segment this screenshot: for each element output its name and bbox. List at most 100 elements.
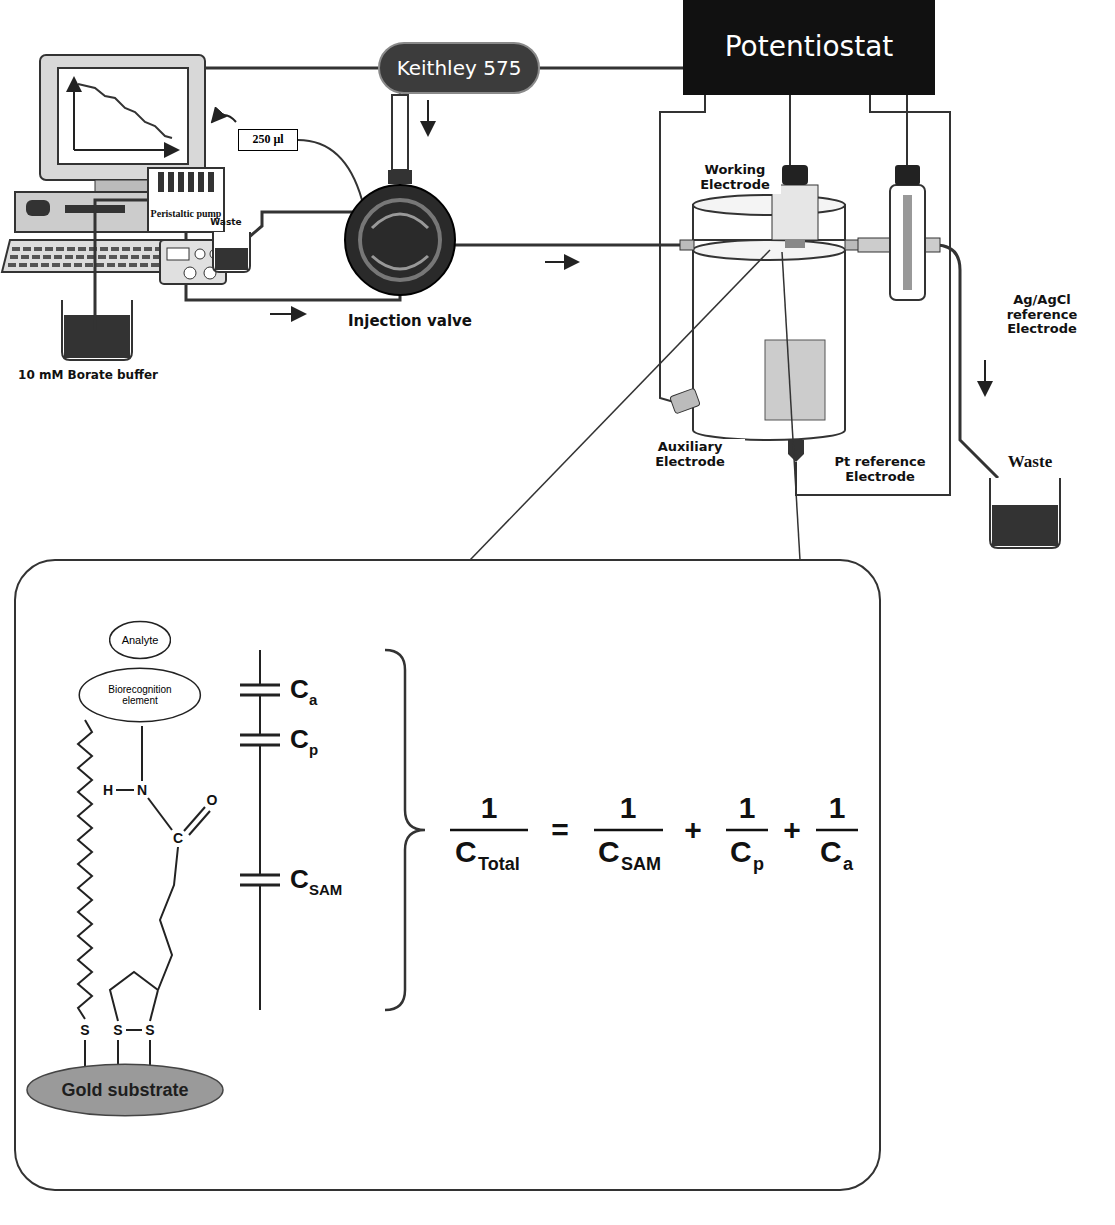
- injection-valve: [388, 170, 412, 184]
- buffer-label: 10 mM Borate buffer: [18, 369, 158, 383]
- molecule-bonds: [150, 990, 158, 1021]
- node-text: Potentiostat: [725, 31, 894, 63]
- callout-line: [782, 252, 800, 560]
- waste-label: Waste: [1008, 452, 1052, 472]
- equation-subscript: SAM: [621, 854, 661, 875]
- signal-cable: [205, 67, 378, 70]
- gold-substrate-disk: Gold substrate: [25, 1062, 225, 1118]
- flow-arrow: [212, 100, 985, 395]
- computer-icon: [58, 68, 188, 164]
- peristaltic-pump: [198, 172, 204, 192]
- atom-label: H: [103, 782, 113, 798]
- capacitance-symbol: C: [290, 865, 309, 895]
- molecule-bonds: [117, 1040, 119, 1066]
- fraction-bar: [594, 829, 663, 832]
- electrode-label: Auxiliary Electrode: [635, 439, 745, 471]
- reference-electrode: [903, 195, 912, 290]
- flow-arrow: [545, 261, 578, 263]
- peristaltic-pump: [188, 172, 194, 192]
- inset-frame: [15, 560, 880, 1190]
- injection-valve: [372, 256, 428, 269]
- flow-cell: [693, 250, 845, 440]
- molecule-bonds: [141, 726, 143, 781]
- buffer-beaker: [62, 300, 132, 360]
- connector-line: [540, 67, 683, 70]
- equation-term: C: [820, 835, 842, 870]
- computer-icon: [73, 78, 75, 150]
- flow-cell: [693, 195, 845, 215]
- atom-label: O: [207, 792, 218, 808]
- peristaltic-pump: [184, 267, 196, 279]
- gold-substrate-disk-outline: [27, 1064, 223, 1116]
- tubing: [95, 200, 998, 478]
- capacitor-symbol: [259, 885, 261, 1010]
- equation-operator: +: [684, 813, 702, 848]
- node-text: Gold substrate: [61, 1080, 188, 1101]
- capacitor-symbol: [240, 744, 280, 747]
- waste-beaker: [213, 232, 250, 272]
- electrode-label: Working Electrode: [689, 162, 781, 194]
- capacitor-symbol: [240, 884, 280, 887]
- flow-cell: [765, 340, 825, 420]
- fraction-bar: [726, 829, 768, 832]
- peristaltic-pump: [167, 248, 189, 260]
- capacitance-subscript: p: [309, 741, 318, 758]
- injection-valve: [298, 140, 362, 200]
- flow-arrow: [270, 313, 305, 315]
- molecule-bonds: [158, 847, 178, 990]
- instrument-box: Keithley 575: [378, 42, 540, 94]
- tubing: [248, 212, 353, 238]
- brace: [385, 650, 425, 1010]
- flow-cell: [782, 165, 808, 185]
- potentiostat-box: Potentiostat: [683, 0, 935, 95]
- callout-line: [470, 250, 800, 560]
- bioreceptor-ellipse-outline: [79, 668, 200, 721]
- waste-beaker: [213, 232, 1060, 548]
- flow-cell: [785, 240, 805, 248]
- atom-label: C: [173, 830, 183, 846]
- inset-frame: [15, 560, 880, 1190]
- molecule-bonds: [84, 1040, 86, 1068]
- callout-line: [470, 250, 770, 560]
- injection-valve: [345, 185, 455, 295]
- fraction-bar: [450, 829, 528, 832]
- equation-subscript: p: [753, 854, 764, 875]
- analyte-ellipse: Analyte: [109, 620, 171, 660]
- waste-beaker: [215, 248, 248, 270]
- fraction-bar: [816, 829, 858, 832]
- capacitance-symbol: C: [290, 725, 309, 755]
- reference-electrode: [890, 185, 925, 300]
- atom-label: N: [137, 782, 147, 798]
- injection-valve: [392, 95, 408, 170]
- peristaltic-pump: [208, 172, 214, 192]
- node-text: 250 µl: [252, 133, 283, 147]
- computer-icon: [95, 180, 150, 192]
- capacitor-symbol: [259, 650, 261, 685]
- flow-cell: [670, 388, 701, 414]
- capacitance-subscript: SAM: [309, 881, 342, 898]
- flow-arrow: [984, 360, 986, 395]
- loop-volume-box: 250 µl: [238, 129, 298, 151]
- molecule-bonds: [110, 972, 158, 1021]
- molecule-bonds: [78, 720, 210, 1068]
- waste-beaker: [990, 478, 1060, 548]
- peristaltic-pump: [195, 249, 205, 259]
- reference-electrode: [895, 165, 920, 185]
- peristaltic-pump: [168, 172, 174, 192]
- bioreceptor-ellipse: Biorecognition element: [78, 666, 202, 724]
- tubing: [455, 244, 680, 247]
- analyte-ellipse-outline: [110, 622, 171, 659]
- peristaltic-pump: [158, 172, 164, 192]
- computer-icon: [74, 149, 178, 151]
- electrode-wire: [660, 95, 950, 495]
- tubing: [859, 245, 998, 478]
- computer-icon: [78, 84, 172, 138]
- equation-operator: =: [551, 813, 569, 848]
- equation-term: 1: [739, 791, 756, 826]
- signal-cable: [205, 67, 378, 70]
- injection-valve: [372, 214, 428, 228]
- valve-label: Injection valve: [348, 313, 472, 330]
- buffer-beaker: [62, 300, 132, 360]
